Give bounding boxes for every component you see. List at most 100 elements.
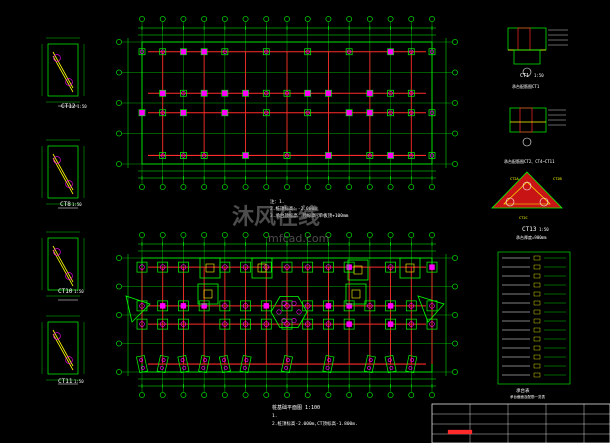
pile-circle [409,91,414,96]
table-cell-marker [533,363,541,369]
axis-bubble [116,255,122,261]
pile-cap-outline [157,300,169,312]
pile-cap-outline [283,89,291,97]
pile-cap-outline [242,152,249,159]
detail-rebar [52,329,74,367]
detail-label-ct11: CT11 [58,378,73,385]
pile-circle [409,110,414,115]
column-stub [180,49,187,55]
axis-bubble [263,232,270,238]
pile-circle [284,321,290,327]
axis-bubble [452,161,458,167]
pile-circle [222,321,228,327]
ct13-corner-a: CT2A [510,177,519,181]
pile-circle [388,91,393,96]
column-stub [180,110,187,116]
pile-circle [139,264,145,270]
pile-circle [284,366,289,370]
left-detail-column [41,37,85,385]
pile-cap [281,354,293,374]
pile-circle [368,358,373,363]
pile-cap-outline [426,318,438,330]
watermark-brand: 沐风在线 [232,204,320,230]
pile-circle [409,153,414,158]
axis-bubble [387,184,394,190]
pile-circle [263,321,269,327]
column-stub [180,303,187,309]
title-block [431,403,610,443]
plan-outline [141,41,433,165]
pile-circle [65,272,73,280]
detail-rebar [52,153,74,191]
pile-circle [202,153,207,158]
pile-circle [180,358,185,363]
axis-bubble [116,39,122,45]
pile-cap-outline [159,152,167,159]
axis-bubble [201,232,208,238]
pile-circle [53,54,61,62]
pile-cap-outline [156,354,169,374]
axis-bubble [452,369,458,375]
pile-circle [264,91,269,96]
pile-cap-outline [219,318,231,330]
pile-cap-outline [281,318,293,330]
axis-bubble [201,184,208,190]
large-pile-cap [197,283,219,305]
ct13-label: CT13 [522,226,537,233]
pile-cap-outline [221,48,229,56]
column-stub [325,152,332,159]
detail-rebar [52,51,74,89]
pile-cap-outline [428,48,436,56]
column-stub [222,90,228,96]
axis-bubble [304,16,311,22]
axis-bubble [139,16,145,22]
axis-bubble [116,130,122,137]
pile-cap-outline [364,300,376,312]
column-stub [242,90,249,96]
pile-table [497,251,571,385]
pile-circle [159,366,164,370]
pile-cap [218,354,231,374]
axis-bubble [452,69,458,76]
table-cell-marker [533,345,541,351]
pile-circle [139,358,144,363]
pile-circle [160,321,166,327]
axis-bubble [159,184,166,190]
axis-bubble [221,392,228,398]
pile-cap-outline [180,152,187,159]
axis-bubble [139,392,145,398]
pile-circle [408,303,414,309]
pile-cap-outline [240,261,251,273]
pile-cap-outline [200,152,208,159]
hex-pile-cap [270,295,308,329]
top-plan-note-3: 3.承台顶标高：顶标高-单板顶+100mm [270,212,349,219]
pile-circle [244,358,249,363]
pile-circle [65,356,73,364]
pile-circle [65,180,73,188]
pile-cap-outline [262,48,270,56]
pile-cap-outline [387,109,394,117]
pile-circle [140,366,145,370]
detail-cap-outline [47,43,79,97]
pile-circle [160,264,166,270]
axis-bubble [116,340,122,347]
axis-bubble [201,392,208,398]
pile-cap-outline [407,89,415,97]
detail-rebar [52,249,74,287]
pile-cap-outline [138,109,146,117]
pile-cap-outline [385,261,396,273]
pile-circle [139,49,145,54]
detail-scale-ct10: 1:50 [74,289,84,294]
axis-bubble [284,16,290,22]
pile-circle [305,264,311,270]
tri-pile-cap-right [417,295,445,323]
column-stub [429,264,435,270]
pile-circle [242,264,249,270]
axis-bubble [263,184,270,190]
pile-table-title: 承台表 [516,387,530,394]
large-pile-cap [347,259,369,281]
ct1-section [507,27,547,51]
detail-rebar [52,245,74,283]
pile-circle [222,303,228,309]
pile-circle [181,91,186,96]
